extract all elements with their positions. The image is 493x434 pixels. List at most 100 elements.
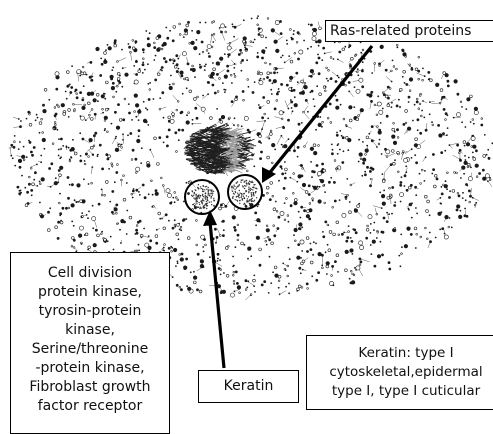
cluster-node [237,185,238,186]
network-node [174,219,176,221]
network-node [102,108,104,110]
network-edge [245,45,253,46]
network-node [405,171,407,173]
network-node [285,172,287,174]
network-node [82,138,85,141]
network-node [280,165,283,168]
network-node [111,163,113,165]
network-node [384,148,387,151]
network-node [280,211,284,215]
network-node [54,181,58,185]
network-node [91,166,93,168]
network-node [414,154,416,156]
network-node [243,40,246,43]
network-node [245,279,248,282]
network-node [202,51,204,53]
network-node [370,91,373,94]
network-node [446,188,448,190]
network-node [414,227,417,230]
network-node [29,123,32,126]
cluster-node [204,189,205,190]
network-node [111,69,113,71]
network-node [187,237,190,240]
network-node [330,177,332,179]
network-node [154,79,157,82]
network-node [47,229,50,232]
network-node [214,92,217,95]
network-node [178,129,181,132]
network-node [14,165,16,167]
network-node [382,231,385,234]
network-node [319,27,322,30]
network-node [196,39,198,41]
network-node [241,242,244,245]
network-node [145,107,147,109]
network-node [293,89,296,92]
network-edge [488,181,492,186]
network-node [217,258,219,260]
network-node [357,74,359,76]
network-node [447,80,450,83]
network-node [345,250,349,254]
network-node [237,239,239,241]
network-node [97,155,99,157]
network-node [180,111,183,114]
network-node [284,202,286,204]
network-node [129,216,132,219]
network-node [332,149,334,151]
network-edge [117,58,126,62]
network-node [172,39,175,42]
network-node [358,203,360,205]
network-node [305,99,308,102]
network-node [97,100,99,102]
network-node [105,49,107,51]
cluster-node [239,200,240,201]
network-node [460,177,462,179]
network-node [315,279,318,282]
cluster-node [212,194,213,195]
network-node [366,228,369,231]
network-node [359,241,363,245]
cluster-node [236,182,237,183]
network-node [389,187,391,189]
cluster-node [239,190,240,191]
network-node [463,173,465,175]
network-node [263,52,265,54]
network-node [312,198,314,200]
network-node [425,129,428,132]
network-node [418,78,420,80]
network-node [279,111,283,115]
network-node [23,159,25,161]
network-node [232,274,234,276]
network-node [93,134,96,137]
cluster-node [233,185,234,186]
network-node [92,154,94,156]
network-node [144,69,146,71]
network-node [415,68,418,71]
network-node [415,247,417,249]
network-node [308,24,310,26]
network-node [328,69,330,71]
network-node [59,174,62,177]
network-node [373,222,375,224]
network-node [113,96,115,98]
network-node [103,60,107,64]
network-node [179,286,181,288]
network-node [233,73,235,75]
network-node [83,72,86,75]
network-node [410,184,413,187]
network-node [460,210,462,212]
network-node [406,189,409,192]
network-node [287,265,289,267]
network-node [220,274,222,276]
network-node [197,253,200,256]
network-node [176,63,179,66]
label-line: tyrosin-protein [11,302,169,321]
network-node [196,288,199,291]
network-node [458,215,462,219]
network-node [252,91,255,94]
network-node [261,116,264,119]
cluster-node [202,195,203,196]
network-node [59,212,62,215]
network-node [161,218,163,220]
